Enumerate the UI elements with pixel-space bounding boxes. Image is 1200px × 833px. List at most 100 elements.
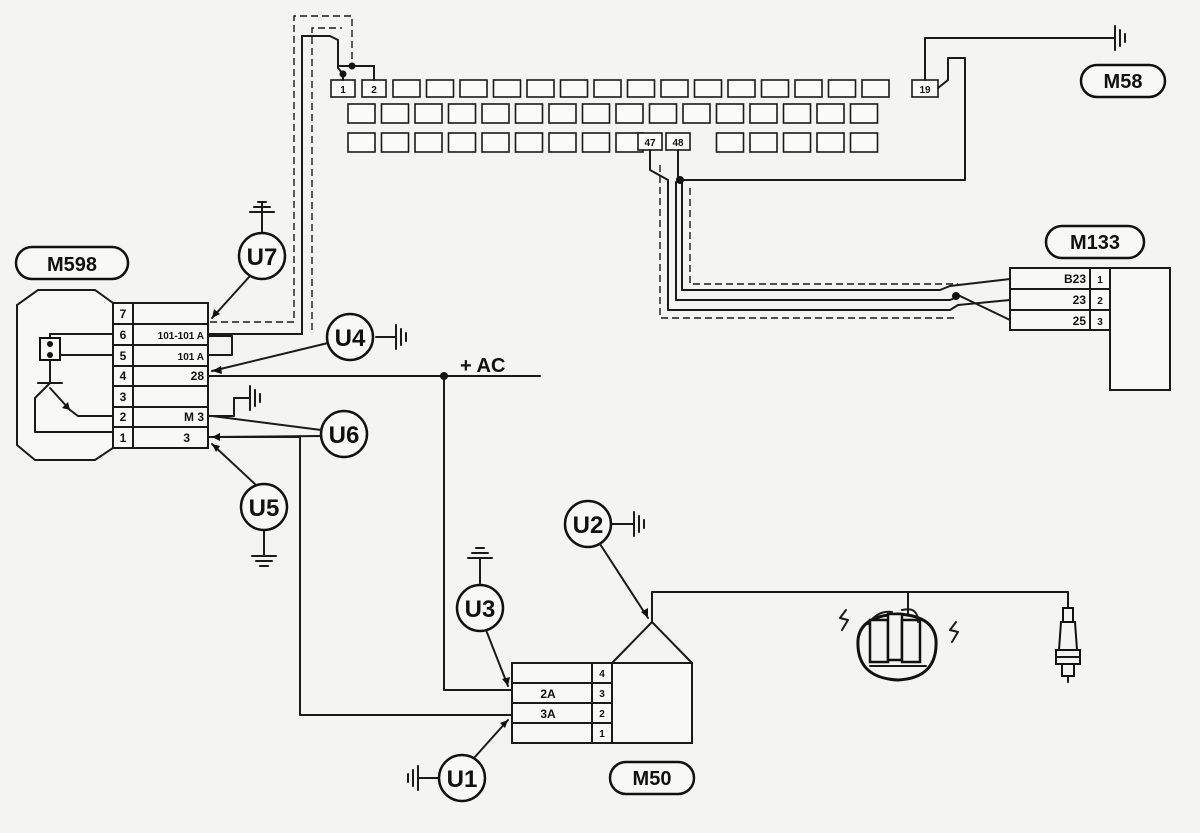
connector-m598: 7 6 5 4 3 2 1 101-101 A 101 A 28 M 3 3 <box>16 289 209 461</box>
m133-pin-num-2: 2 <box>1097 296 1103 307</box>
ground-callouts: U7 U4 U6 U5 U3 U2 U1 <box>211 231 649 803</box>
m50-badge: M50 <box>608 760 696 796</box>
ground-point-u1: U1 <box>447 766 478 793</box>
m58-pin <box>682 103 711 124</box>
m598-pin-num-5: 5 <box>120 349 127 363</box>
m58-pin-19-label: 19 <box>919 85 931 96</box>
m58-pin <box>648 103 678 124</box>
m58-pin <box>715 103 745 124</box>
ground-symbol-icon <box>467 547 493 587</box>
m58-pin <box>615 103 644 124</box>
m58-pin <box>347 103 376 124</box>
m58-pin <box>459 79 488 98</box>
m50-pin-num-2: 2 <box>599 709 605 720</box>
m58-pin <box>514 103 544 124</box>
m58-pin <box>693 79 723 98</box>
spark-icon <box>839 609 959 643</box>
connector-m58: 1 2 19 47 48 <box>330 79 939 153</box>
m598-badge: M598 <box>14 245 130 281</box>
m58-pin-47-label: 47 <box>644 138 656 149</box>
m58-pin <box>414 103 443 124</box>
m58-pin <box>481 132 510 153</box>
supply-label: + AC <box>460 355 505 377</box>
m133-pin-num-1: 1 <box>1097 275 1103 286</box>
m58-pin <box>548 103 577 124</box>
m598-pin-num-2: 2 <box>120 410 127 424</box>
ground-point-u5: U5 <box>249 495 280 522</box>
m58-pin-2-label: 2 <box>371 85 377 96</box>
m598-wire-1: 3 <box>183 431 190 445</box>
ground-point-u4: U4 <box>335 325 366 352</box>
ground-symbol-icon <box>375 324 407 350</box>
connector-m133: B23 23 25 1 2 3 <box>1009 267 1171 391</box>
ground-symbol-icon <box>407 765 441 791</box>
m58-pin <box>794 79 823 98</box>
m58-pin <box>861 79 890 98</box>
ground-point-u7: U7 <box>247 244 278 271</box>
m58-pin <box>559 79 589 98</box>
m58-pin <box>727 79 756 98</box>
m58-pin <box>782 132 812 153</box>
m58-pin <box>749 103 778 124</box>
wires <box>207 15 1116 716</box>
m58-pin <box>347 132 376 153</box>
m133-wire-1: B23 <box>1064 272 1086 286</box>
m50-name: M50 <box>633 768 672 790</box>
m598-internal-switch <box>34 333 114 433</box>
m133-name: M133 <box>1070 232 1120 254</box>
ground-symbol-icon <box>251 529 277 567</box>
m58-pin <box>526 79 555 98</box>
ground-symbols <box>249 25 1126 791</box>
m58-pin <box>492 79 522 98</box>
m58-pin <box>380 132 410 153</box>
m133-pin-num-3: 3 <box>1097 317 1103 328</box>
m58-pin <box>749 132 778 153</box>
m58-pin <box>581 132 611 153</box>
m58-pin <box>593 79 622 98</box>
m598-pin-num-6: 6 <box>120 328 127 342</box>
m50-pin-num-3: 3 <box>599 689 605 700</box>
m133-wire-2: 23 <box>1073 293 1087 307</box>
m598-wire-4: 28 <box>191 369 205 383</box>
connector-m50: 4 2A 3 3A 2 1 <box>511 621 693 744</box>
m58-pin-48-label: 48 <box>672 138 684 149</box>
ground-symbol-icon <box>611 511 645 537</box>
m58-pin <box>816 103 845 124</box>
m58-pin <box>849 103 879 124</box>
distributor-icon <box>856 608 938 682</box>
m50-wire-2: 3A <box>540 707 556 721</box>
m598-wire-5: 101 A <box>178 352 204 363</box>
m58-pin <box>447 132 477 153</box>
m58-pin <box>414 132 443 153</box>
ground-symbol-icon <box>249 201 275 233</box>
spark-plug-icon <box>1055 607 1081 683</box>
ground-point-u6: U6 <box>329 422 360 449</box>
m58-pin <box>392 79 421 98</box>
m598-name: M598 <box>47 254 97 276</box>
m58-pin <box>581 103 611 124</box>
m58-pin <box>548 132 577 153</box>
m50-wire-3: 2A <box>540 687 556 701</box>
m58-pin <box>447 103 477 124</box>
m598-pin-num-3: 3 <box>120 390 127 404</box>
m58-pin <box>425 79 455 98</box>
m58-pin <box>380 103 410 124</box>
m58-pin <box>715 132 745 153</box>
m58-pin <box>849 132 879 153</box>
m50-pin-num-4: 4 <box>599 669 605 680</box>
m598-pin-num-1: 1 <box>120 431 127 445</box>
m58-pin-grid <box>347 79 890 153</box>
m58-pin <box>827 79 857 98</box>
m58-pin-1-label: 1 <box>340 85 346 96</box>
m133-wire-3: 25 <box>1073 314 1087 328</box>
m58-pin <box>660 79 689 98</box>
m58-pin <box>782 103 812 124</box>
m133-badge: M133 <box>1044 224 1146 260</box>
m58-pin <box>816 132 845 153</box>
m58-pin <box>626 79 656 98</box>
ground-point-u3: U3 <box>465 596 496 623</box>
ground-symbol-icon <box>1114 25 1126 51</box>
ground-symbol-icon <box>249 385 261 411</box>
m598-pin-num-4: 4 <box>120 369 127 383</box>
